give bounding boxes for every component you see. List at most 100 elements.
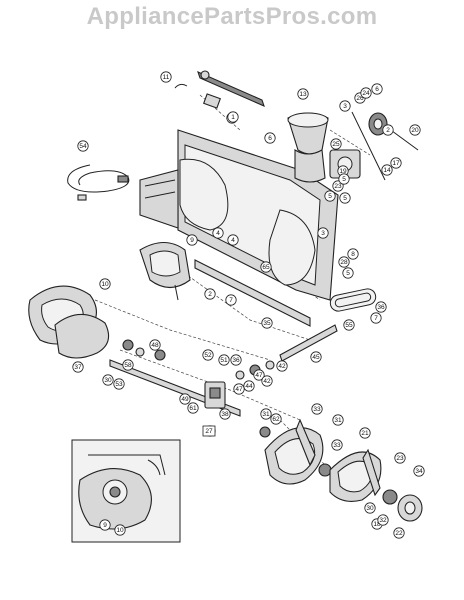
callout-30: 30 — [364, 502, 376, 514]
callout-number: 7 — [229, 297, 233, 304]
callout-24: 24 — [360, 87, 372, 99]
callout-number: 42 — [278, 363, 286, 370]
callout-number: 9 — [190, 237, 194, 244]
callout-36: 36 — [375, 301, 387, 313]
callout-number: 54 — [79, 143, 87, 150]
impeller — [139, 241, 191, 301]
inset-detail — [71, 439, 181, 543]
callout-33: 33 — [311, 403, 323, 415]
callout-number: 9 — [103, 522, 107, 529]
callout-number: 6 — [375, 86, 379, 93]
left-auger-spiral — [28, 285, 110, 359]
callout-52: 52 — [202, 349, 214, 361]
chute-crank-assembly — [329, 111, 419, 181]
callout-25: 25 — [330, 138, 342, 150]
callout-42: 42 — [261, 375, 273, 387]
callout-number: 47 — [235, 386, 243, 393]
callout-7: 7 — [370, 312, 382, 324]
callout-number: 42 — [263, 378, 271, 385]
callout-33: 33 — [331, 439, 343, 451]
callout-6: 6 — [371, 83, 383, 95]
callout-31: 31 — [260, 408, 272, 420]
callout-number: 65 — [262, 264, 270, 271]
callout-42: 42 — [276, 360, 288, 372]
callout-number: 10 — [116, 527, 124, 534]
callout-58: 58 — [122, 359, 134, 371]
callout-number: 53 — [115, 381, 123, 388]
callout-13: 13 — [297, 88, 309, 100]
callout-number: 5 — [328, 193, 332, 200]
callout-22: 22 — [393, 527, 405, 539]
callout-number: 5 — [342, 176, 346, 183]
callout-30: 30 — [102, 374, 114, 386]
callout-number: 49 — [181, 396, 189, 403]
callout-number: 55 — [345, 322, 353, 329]
callout-number: 62 — [272, 416, 280, 423]
discharge-chute — [287, 112, 329, 183]
callout-number: 52 — [204, 352, 212, 359]
callout-number: 1 — [231, 114, 235, 121]
callout-17: 17 — [390, 157, 402, 169]
callout-9: 9 — [99, 519, 111, 531]
callout-38: 38 — [219, 408, 231, 420]
site-watermark: AppliancePartsPros.com — [86, 3, 378, 30]
callout-number: 51 — [220, 357, 228, 364]
callout-11: 11 — [160, 71, 172, 83]
callout-number: 2 — [208, 291, 212, 298]
callout-number: 36 — [377, 304, 385, 311]
callout-number: 33 — [313, 406, 321, 413]
callout-9: 9 — [186, 234, 198, 246]
callout-37: 37 — [72, 361, 84, 373]
auger-control-rod — [174, 70, 265, 109]
callout-number: 23 — [334, 183, 342, 190]
callout-5: 5 — [338, 173, 350, 185]
callout-55: 55 — [343, 319, 355, 331]
callout-10: 10 — [114, 524, 126, 536]
callout-2: 2 — [382, 124, 394, 136]
callout-number: 30 — [366, 505, 374, 512]
callout-number: 7 — [374, 315, 378, 322]
callout-54: 54 — [77, 140, 89, 152]
callout-number: 31 — [262, 411, 270, 418]
callout-number: 14 — [383, 167, 391, 174]
callout-number: 3 — [343, 103, 347, 110]
callout-number: 26 — [356, 95, 364, 102]
callout-number: 35 — [263, 320, 271, 327]
callout-number: 58 — [124, 362, 132, 369]
callout-number: 38 — [221, 411, 229, 418]
callout-5: 5 — [342, 267, 354, 279]
callout-number: 11 — [163, 74, 170, 81]
scraper-bar — [194, 259, 311, 327]
callout-number: 28 — [340, 259, 348, 266]
callout-14: 14 — [381, 164, 393, 176]
callout-35: 35 — [261, 317, 273, 329]
callout-number: 10 — [101, 281, 109, 288]
callout-number: 8 — [351, 251, 355, 258]
callout-number: 36 — [232, 357, 240, 364]
callout-31: 31 — [332, 414, 344, 426]
callout-61: 61 — [187, 402, 199, 414]
callout-28: 28 — [338, 256, 350, 268]
callout-5: 5 — [324, 190, 336, 202]
callout-4: 4 — [212, 227, 224, 239]
box-label-27: 27 — [202, 425, 216, 437]
callout-number: 47 — [255, 372, 263, 379]
callout-number: 4 — [216, 230, 220, 237]
callout-number: 34 — [415, 468, 423, 475]
callout-number: 6 — [268, 135, 272, 142]
callout-number: 18 — [373, 521, 381, 528]
callout-21: 21 — [359, 427, 371, 439]
callout-number: 5 — [346, 270, 350, 277]
callout-number: 5 — [343, 195, 347, 202]
callout-4: 4 — [227, 234, 239, 246]
callout-number: 37 — [74, 364, 82, 371]
callout-32: 32 — [377, 514, 389, 526]
callout-10: 10 — [99, 278, 111, 290]
auger-housing — [139, 129, 339, 301]
callout-7: 7 — [225, 294, 237, 306]
gearbox — [204, 381, 226, 409]
callout-65: 65 — [260, 261, 272, 273]
box-labels: 27 — [202, 425, 216, 437]
